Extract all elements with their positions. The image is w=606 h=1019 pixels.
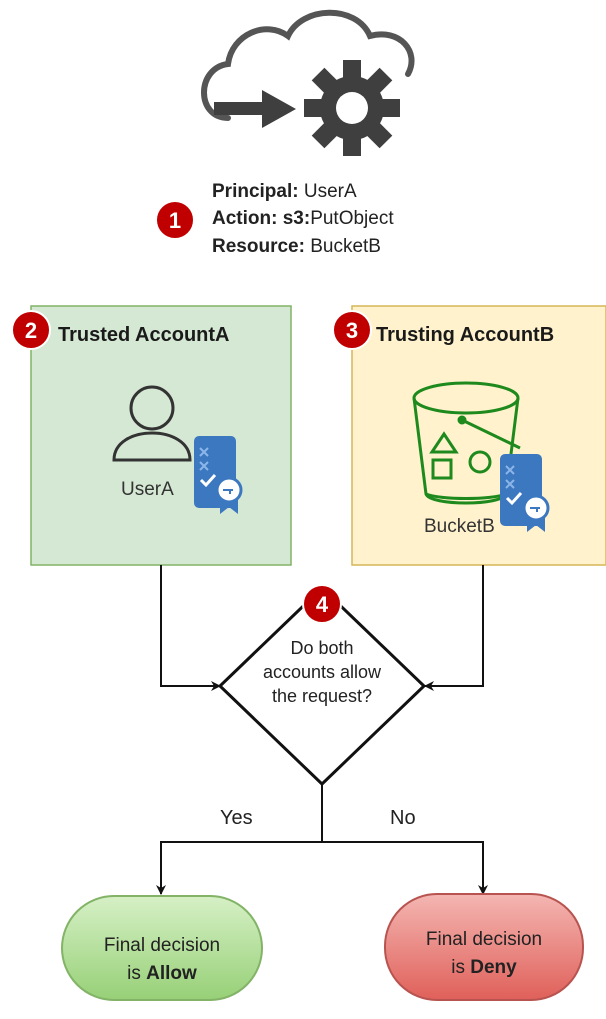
svg-text:1: 1 (169, 208, 181, 233)
decision-question: Do both accounts allow the request? (252, 636, 392, 708)
deny-decision-text: Final decision is Deny (385, 926, 583, 982)
bucket-label: BucketB (424, 516, 495, 537)
resource-line: Resource: BucketB (212, 235, 381, 259)
allow-is: is (127, 963, 147, 984)
cloud-gear-icon (201, 9, 415, 156)
user-label: UserA (121, 479, 174, 500)
trusting-account-box (351, 305, 606, 566)
allow-terminator (61, 895, 263, 1001)
yes-label: Yes (220, 807, 253, 829)
principal-line: Principal: UserA (212, 180, 357, 204)
question-line-2: accounts allow (262, 662, 382, 682)
svg-text:4: 4 (316, 592, 329, 617)
connector-trusted (160, 565, 221, 691)
trusted-account-box (30, 305, 292, 566)
deny-terminator (384, 893, 584, 1001)
trusted-account-title: Trusted AccountA (58, 324, 230, 346)
question-line-1: Do both (290, 638, 354, 658)
resource-label: Resource: (212, 236, 305, 257)
connector-trusting (424, 565, 484, 691)
user-icon (112, 385, 192, 462)
trusting-account-title: Trusting AccountB (376, 324, 555, 346)
allow-decision-text: Final decision is Allow (62, 932, 262, 988)
question-line-3: the request? (271, 686, 373, 706)
deny-prefix: Final decision (425, 929, 543, 950)
principal-value: UserA (298, 181, 357, 202)
connector-yes (156, 841, 322, 895)
deny-value: Deny (470, 957, 517, 978)
badge-4: 4 (302, 584, 342, 624)
certificate-icon (500, 454, 550, 532)
badge-2: 2 (11, 310, 51, 350)
certificate-icon (194, 436, 243, 514)
allow-value: Allow (146, 963, 197, 984)
svg-text:3: 3 (346, 318, 358, 343)
badge-3: 3 (332, 310, 372, 350)
action-value: PutObject (310, 208, 394, 229)
deny-is: is (451, 957, 471, 978)
connector-no (322, 841, 488, 895)
badge-1: 1 (155, 200, 195, 240)
action-line: Action: s3:PutObject (212, 207, 394, 231)
action-label: Action: (212, 208, 278, 229)
resource-value: BucketB (304, 236, 381, 257)
no-label: No (390, 807, 416, 829)
svg-text:2: 2 (25, 318, 37, 343)
allow-prefix: Final decision (103, 935, 221, 956)
action-service: s3: (277, 208, 311, 229)
principal-label: Principal: (212, 181, 299, 202)
